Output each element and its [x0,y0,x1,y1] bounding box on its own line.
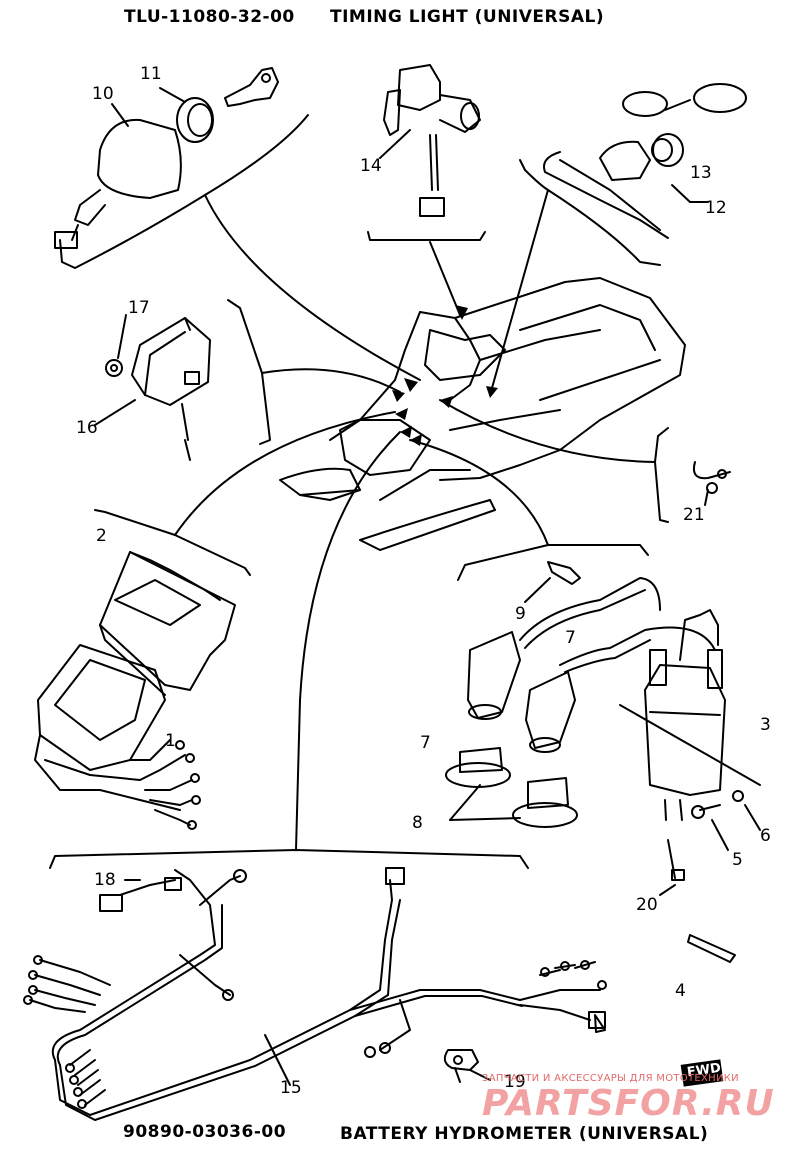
callout-17: 17 [128,298,150,318]
callout-20: 20 [636,895,658,915]
coil-terminal-part-20 [659,839,685,896]
wire-harness [23,867,607,1121]
plug-cap-front [467,631,521,720]
fwd-badge [680,1059,724,1087]
wire-clamp [692,461,731,506]
callout-11: 11 [140,64,162,84]
callout-7b: 7 [565,628,576,648]
callout-13: 13 [690,163,712,183]
clip-part-4 [687,934,736,963]
cdi-unit [34,644,201,830]
callout-3: 3 [760,715,771,735]
harness-clamp-part-19 [443,1049,491,1083]
callout-21: 21 [683,505,705,525]
callout-2: 2 [96,526,107,546]
key-ring-part-11 [159,87,214,143]
callout-4: 4 [675,981,686,1001]
voltage-regulator [94,317,211,461]
callout-8: 8 [412,813,423,833]
part-number-top: TLU-11080-32-00 [124,7,295,27]
ignition-coil [619,609,761,821]
title-bottom: BATTERY HYDROMETER (UNIVERSAL) [340,1124,709,1144]
callout-14: 14 [360,156,382,176]
callout-12: 12 [705,198,727,218]
regulator-nut [105,314,127,377]
callout-15: 15 [280,1078,302,1098]
spark-cap-part-9 [524,561,581,603]
ignition-key [224,67,279,107]
title-top: TIMING LIGHT (UNIVERSAL) [330,7,605,27]
callout-1: 1 [165,731,176,751]
coil-bolts [691,790,761,851]
callout-7a: 7 [420,733,431,753]
ignition-switch [54,103,182,249]
callout-5: 5 [732,850,743,870]
callout-10: 10 [92,84,114,104]
callout-6: 6 [760,826,771,846]
callout-19: 19 [504,1072,526,1092]
plug-cap-rear [525,671,576,753]
callout-9: 9 [515,604,526,624]
callout-16: 16 [76,418,98,438]
watermark-brand: PARTSFOR.RU [482,1083,775,1124]
snowmobile-body [279,277,686,551]
watermark-tagline: ЗАПЧАСТИ И АКСЕССУАРЫ ДЛЯ МОТОТЕХНИКИ [482,1073,739,1084]
kill-switch [543,83,747,239]
connector-lines [174,189,656,851]
cap-seal-part-8 [445,747,578,828]
part-number-bottom: 90890-03036-00 [123,1122,287,1142]
high-tension-leads [519,577,716,673]
group-brackets [49,114,669,869]
callout-18: 18 [94,870,116,890]
cdi-cover [99,551,236,696]
handlebar-switch [379,64,481,217]
